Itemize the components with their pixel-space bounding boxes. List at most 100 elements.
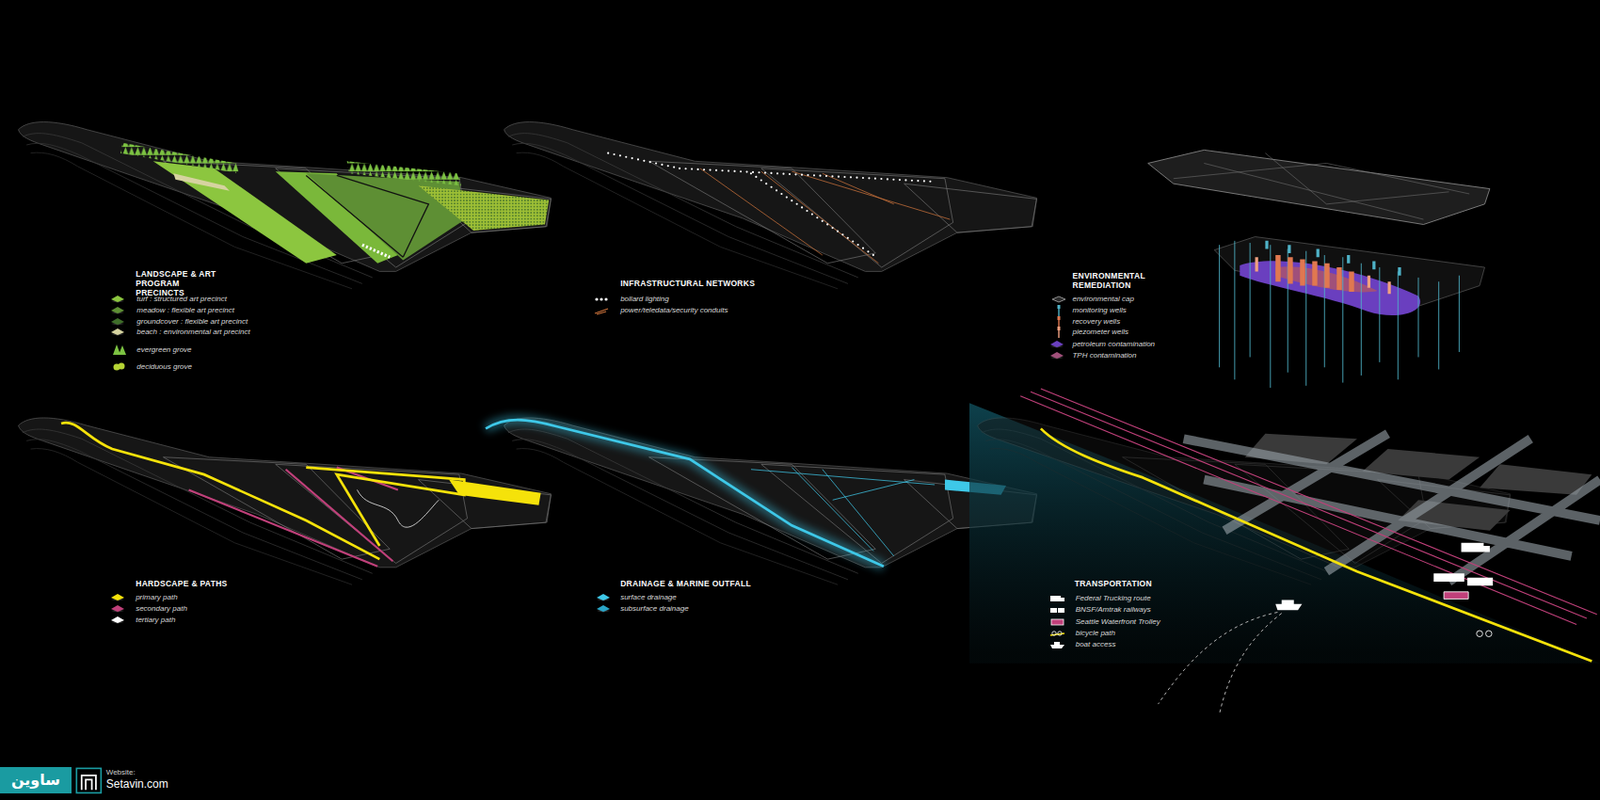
legend-swatch	[593, 304, 611, 317]
legend-text: petroleum contamination	[1072, 338, 1155, 351]
well-icon	[1056, 326, 1060, 331]
cap-icon	[1052, 296, 1066, 303]
legend-text: deciduous grove	[136, 361, 192, 373]
legend-item: monitoring wells	[1051, 304, 1061, 317]
legend-swatch	[110, 316, 128, 328]
legend-item: piezometer wells	[1051, 326, 1061, 338]
legend-text: tertiary path	[135, 614, 176, 626]
legend-item: power/teledata/security conduits	[593, 304, 604, 317]
boat-route	[1158, 612, 1282, 715]
legend-text: evergreen grove	[136, 344, 192, 356]
legend-text: subsurface drainage	[620, 603, 689, 615]
legend-text: bicycle path	[1075, 627, 1116, 640]
evergreen-grove	[347, 160, 462, 186]
bike-icon	[1051, 631, 1056, 636]
monitoring-well	[1219, 240, 1460, 388]
bollard-icon	[599, 297, 603, 301]
legend-item: surface drainage	[595, 592, 606, 604]
cap-line	[1173, 153, 1470, 220]
remediation-panel	[1148, 149, 1490, 388]
legend-swatch	[110, 326, 128, 338]
tree-swatch	[118, 363, 126, 370]
legend-item: turf : structured art precinct	[110, 293, 120, 305]
site-base	[18, 417, 552, 585]
well-cap	[1264, 240, 1401, 276]
petroleum-plume	[1239, 260, 1421, 316]
beach-area	[173, 173, 230, 191]
truck-icon	[1050, 595, 1065, 602]
legend-swatch	[1049, 627, 1067, 640]
legend-item: secondary path	[110, 603, 120, 615]
legend-item: bollard lighting	[593, 293, 604, 305]
train-icon	[1050, 608, 1065, 613]
site-base	[504, 122, 1038, 289]
railway	[1020, 388, 1598, 624]
legend-swatch	[1049, 338, 1067, 351]
drainage-panel	[485, 417, 1037, 585]
legend-swatch	[1049, 592, 1067, 605]
legend-item: TPH contamination	[1049, 350, 1059, 362]
paths-panel	[18, 417, 552, 585]
legend-item: evergreen grove	[112, 344, 122, 356]
panel-title: ENVIRONMENTAL REMEDIATION	[1072, 271, 1148, 290]
tertiary-path	[356, 489, 439, 528]
conduit-line	[700, 168, 951, 264]
legend-text: BNSF/Amtrak railways	[1075, 604, 1152, 616]
legend-item: boat access	[1049, 639, 1059, 651]
transportation-panel	[969, 388, 1600, 715]
meadow-area	[305, 173, 465, 260]
site-base	[18, 122, 552, 289]
legend-item: petroleum contamination	[1049, 338, 1059, 351]
legend-swatch	[110, 293, 128, 305]
train-figure	[1433, 573, 1493, 586]
legend-swatch	[110, 603, 128, 615]
bicycle-route	[1040, 428, 1592, 661]
legend-text: boat access	[1075, 639, 1117, 651]
tree-swatch	[112, 344, 127, 355]
swatch-fill	[111, 593, 125, 601]
boat-figure	[1275, 600, 1302, 611]
legend-item: groundcover : flexible art precinct	[110, 316, 120, 328]
primary-plaza	[448, 480, 542, 506]
boat-icon	[1050, 641, 1065, 649]
legend-item: environmental cap	[1051, 293, 1061, 305]
path-cut	[305, 175, 429, 257]
site-base	[504, 417, 1038, 585]
legend-swatch	[112, 344, 129, 356]
brand-icon	[76, 768, 101, 793]
legend-text: meadow : flexible art precinct	[136, 304, 235, 317]
legend-text: primary path	[135, 592, 177, 604]
legend-item: Seattle Waterfront Trolley	[1049, 616, 1059, 628]
panel-title: DRAINAGE & MARINE OUTFALL	[620, 578, 752, 589]
bike-wheel	[1476, 630, 1484, 638]
street	[1184, 433, 1600, 582]
legend-text: turf : structured art precinct	[136, 293, 227, 305]
watermark-badge: ساوین	[0, 767, 72, 794]
legend-item: primary path	[110, 592, 120, 604]
shore-glow	[485, 419, 884, 567]
legend-item: deciduous grove	[112, 361, 122, 373]
trolley-figure	[1443, 592, 1469, 600]
icon-frame	[76, 768, 101, 793]
legend-item: bicycle path	[1049, 627, 1059, 640]
legend-text: piezometer wells	[1072, 326, 1129, 338]
swatch-fill	[111, 605, 125, 612]
legend-text: TPH contamination	[1072, 350, 1136, 362]
legend-item: Federal Trucking route	[1049, 592, 1059, 605]
legend-swatch	[110, 304, 128, 317]
panel-title: LANDSCAPE & ART PROGRAM PRECINCTS	[135, 269, 230, 298]
legend-swatch	[595, 592, 613, 604]
well-icon	[1057, 304, 1059, 317]
legend-swatch	[1051, 304, 1069, 317]
legend-item: meadow : flexible art precinct	[110, 304, 120, 317]
subsurface-drainage	[751, 467, 935, 557]
legend-text: beach : environmental art precinct	[136, 326, 251, 338]
legend-swatch	[1049, 639, 1067, 651]
legend-text: secondary path	[135, 603, 188, 615]
legend-swatch	[1051, 326, 1069, 338]
primary-path	[61, 422, 464, 560]
legend-text: Federal Trucking route	[1075, 592, 1152, 605]
well-icon	[1057, 326, 1059, 338]
legend-swatch	[1051, 293, 1069, 305]
